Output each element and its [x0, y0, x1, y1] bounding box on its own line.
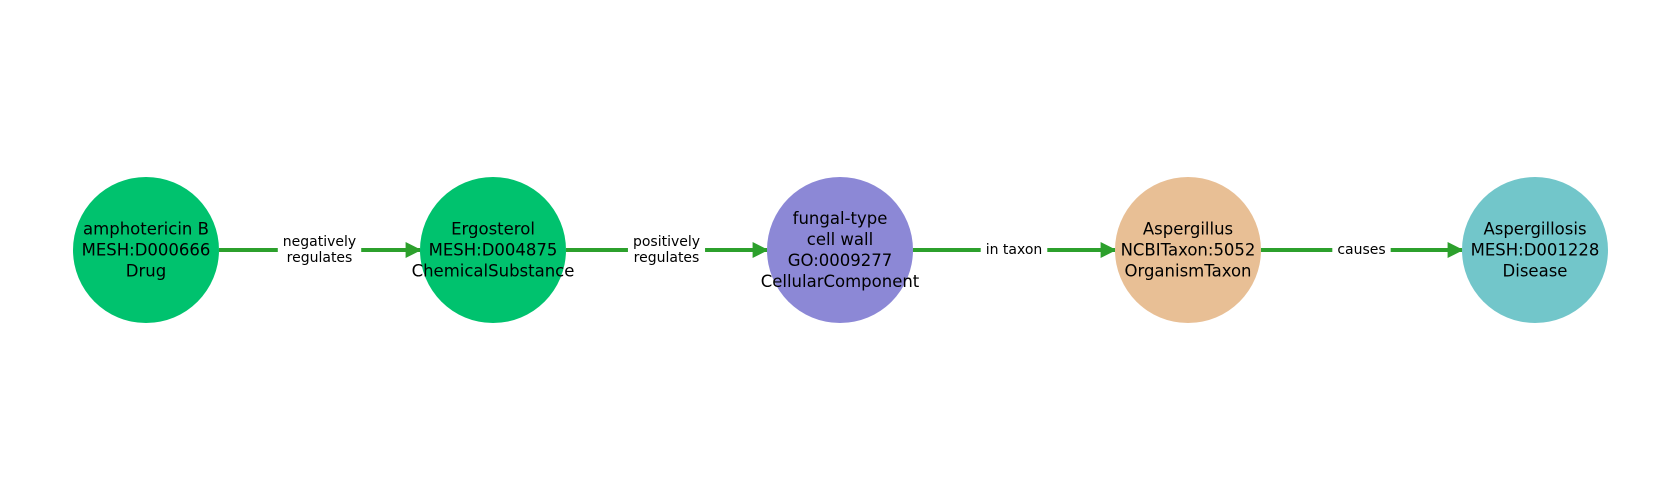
node-label-line: Drug	[126, 262, 166, 281]
node-label-line: Disease	[1503, 262, 1568, 281]
node-label-line: NCBITaxon:5052	[1121, 241, 1256, 260]
edge-label: in taxon	[986, 242, 1043, 258]
node-label-line: Aspergillus	[1143, 220, 1233, 239]
edge-label-line: causes	[1337, 242, 1385, 258]
edge-label-line: regulates	[634, 250, 700, 266]
edge-label-line: negatively	[283, 234, 356, 250]
edge-label-background	[1332, 241, 1391, 259]
node-label-line: amphotericin B	[83, 220, 209, 239]
node-circle	[767, 177, 913, 323]
node-label-line: OrganismTaxon	[1124, 262, 1251, 281]
node-label-line: cell wall	[807, 230, 873, 249]
edge-label-line: regulates	[287, 250, 353, 266]
node-circle	[420, 177, 566, 323]
node-label-line: ChemicalSubstance	[412, 262, 575, 281]
node-circle	[73, 177, 219, 323]
node-label-line: MESH:D004875	[429, 241, 558, 260]
edge-label-line: in taxon	[986, 242, 1043, 258]
edge-3: in taxon	[913, 241, 1117, 259]
edge-label: causes	[1337, 242, 1385, 258]
node-label-line: fungal-type	[793, 209, 888, 228]
edge-4: causes	[1261, 241, 1464, 259]
node-circle	[1115, 177, 1261, 323]
edge-label-background	[627, 233, 706, 267]
node-label-line: MESH:D001228	[1471, 241, 1600, 260]
node-label-line: Ergosterol	[451, 220, 535, 239]
edge-label-background	[277, 233, 362, 267]
node-label-line: Aspergillosis	[1483, 220, 1586, 239]
node-label-line: MESH:D000666	[82, 241, 211, 260]
edge-label-line: positively	[633, 234, 700, 250]
node-label-line: CellularComponent	[761, 272, 920, 291]
node-circle	[1462, 177, 1608, 323]
node-label-line: GO:0009277	[788, 251, 893, 270]
edge-label-background	[980, 241, 1048, 259]
